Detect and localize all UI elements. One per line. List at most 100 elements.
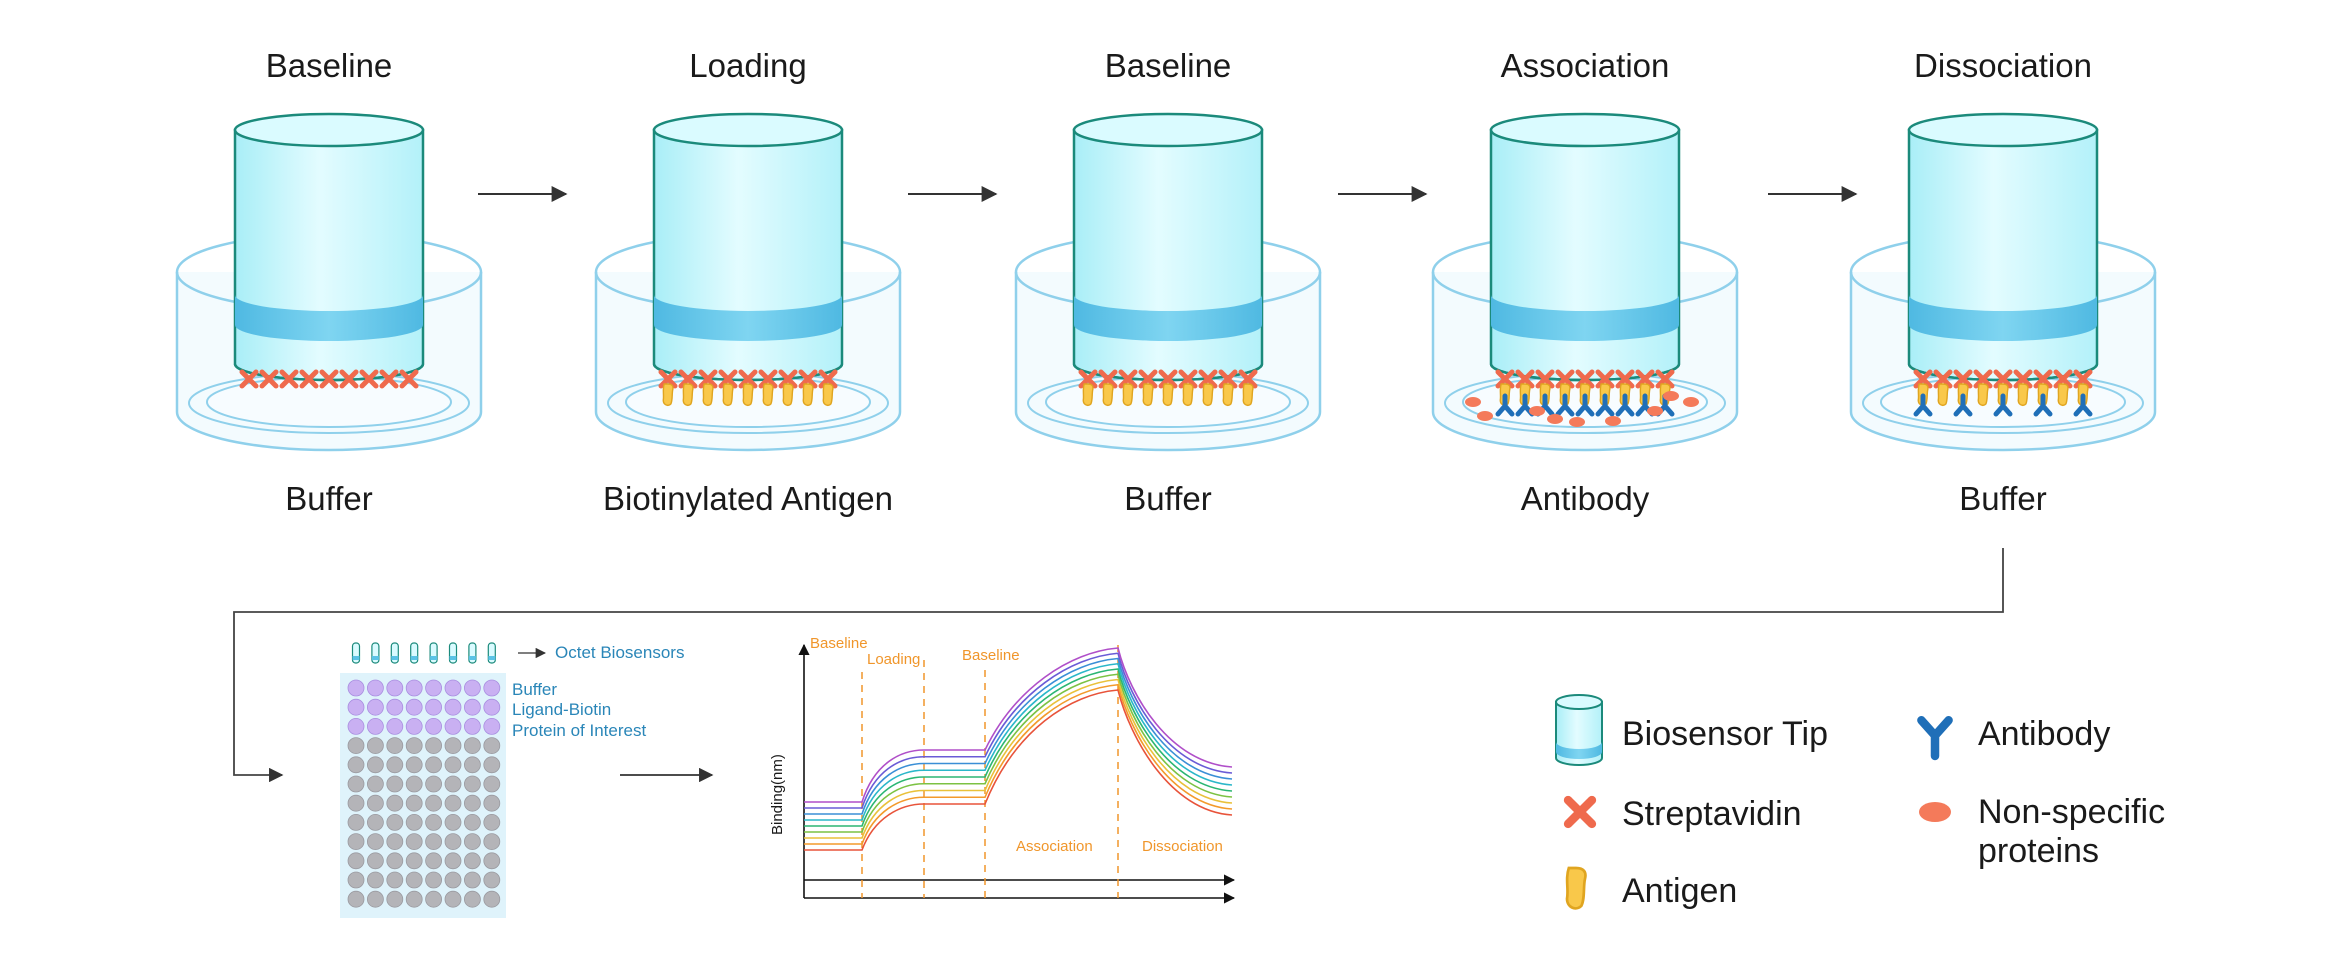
plate-well (405, 814, 423, 831)
plate-well (405, 679, 423, 697)
plate-well (386, 679, 404, 697)
plate-well (444, 794, 462, 812)
legend-streptavidin: Streptavidin (1622, 795, 1802, 833)
plate-well (405, 871, 423, 889)
sensorgram-curve (804, 662, 1233, 821)
plate-row-label-ligand: Ligand-Biotin (512, 700, 611, 719)
stage-title: Baseline (266, 47, 393, 84)
antigen-icon (802, 383, 814, 407)
plate-well (347, 679, 365, 697)
legend-antibody-icon (1921, 720, 1948, 756)
plate-well (405, 890, 423, 908)
legend-tip-icon (1555, 694, 1603, 766)
plate-tip-band (410, 656, 418, 660)
phase-label-baseline-2: Baseline (962, 647, 1020, 664)
plate-tip-band (352, 656, 360, 660)
plate-well (347, 794, 365, 812)
plate-well (444, 737, 462, 754)
plate-well (425, 833, 443, 850)
plate-well (444, 718, 462, 735)
nonspecific-protein (1465, 397, 1481, 407)
plate-well (405, 852, 423, 870)
biosensor-tip (1072, 112, 1264, 382)
antigen-row (1082, 383, 1254, 407)
plate-well (444, 814, 462, 831)
biosensor-tip (233, 112, 425, 382)
plate-row-label-protein: Protein of Interest (512, 721, 646, 740)
plate-well (463, 679, 481, 697)
plate-well (347, 871, 365, 889)
stage-solution: Buffer (1124, 480, 1211, 517)
plate-well (386, 814, 404, 831)
nonspecific-proteins (1465, 391, 1699, 427)
plate-well (386, 794, 404, 812)
plate-well (386, 833, 404, 850)
plate-well (483, 756, 501, 774)
plate-well (366, 852, 384, 870)
microplate-panel: Octet Biosensors Buffer Ligand-Biotin Pr… (340, 642, 684, 918)
nonspecific-protein (1477, 411, 1493, 421)
plate-well (463, 794, 481, 812)
antigen-icon (1202, 383, 1214, 407)
plate-well (425, 794, 443, 812)
antigen-icon (1977, 383, 1989, 407)
plate-well (483, 775, 501, 793)
plate-well (425, 679, 443, 697)
plate-well (386, 718, 404, 735)
stage-solution: Biotinylated Antigen (603, 480, 893, 517)
chart-y-label: Binding(nm) (769, 754, 786, 835)
plate-well (386, 852, 404, 870)
plate-well (425, 718, 443, 735)
plate-well (366, 737, 384, 754)
sensorgram-curve (804, 678, 1233, 839)
stage-title: Dissociation (1914, 47, 2092, 84)
plate-well (483, 698, 501, 716)
legend-antibody: Antibody (1978, 715, 2110, 753)
stage-solution: Antibody (1521, 480, 1650, 517)
legend-streptavidin-icon (1568, 800, 1592, 824)
plate-well (483, 794, 501, 812)
nonspecific-protein (1605, 416, 1621, 426)
legend-nonspecific-line2: proteins (1978, 832, 2099, 870)
antigen-icon (662, 383, 674, 407)
plate-well (366, 814, 384, 831)
antigen-icon (702, 383, 714, 407)
plate-well (463, 852, 481, 870)
plate-well (347, 737, 365, 754)
plate-wells (347, 679, 501, 908)
plate-well (444, 775, 462, 793)
legend-biosensor-tip: Biosensor Tip (1622, 715, 1828, 753)
antigen-icon (782, 383, 794, 407)
plate-well (425, 756, 443, 774)
connector-line (233, 548, 2004, 783)
plate-tip-band (488, 656, 496, 660)
plate-well (463, 756, 481, 774)
sensorgram-curve (804, 652, 1233, 809)
plate-well (366, 756, 384, 774)
plate-well (463, 833, 481, 850)
antigen-icon (1182, 383, 1194, 407)
plate-well (386, 890, 404, 908)
plate-well (347, 833, 365, 850)
plate-well (483, 718, 501, 735)
plate-well (347, 775, 365, 793)
plate-well (405, 718, 423, 735)
plate-tip-band (430, 656, 438, 660)
nonspecific-protein (1663, 391, 1679, 401)
plate-well (405, 794, 423, 812)
plate-well (347, 718, 365, 735)
plate-well (347, 698, 365, 716)
plate-well (366, 718, 384, 735)
plate-well (366, 698, 384, 716)
plate-well (444, 871, 462, 889)
plate-well (425, 890, 443, 908)
legend-antigen: Antigen (1622, 872, 1737, 910)
plate-well (366, 794, 384, 812)
antigen-icon (1082, 383, 1094, 407)
plate-well (425, 852, 443, 870)
plate-well (483, 814, 501, 831)
